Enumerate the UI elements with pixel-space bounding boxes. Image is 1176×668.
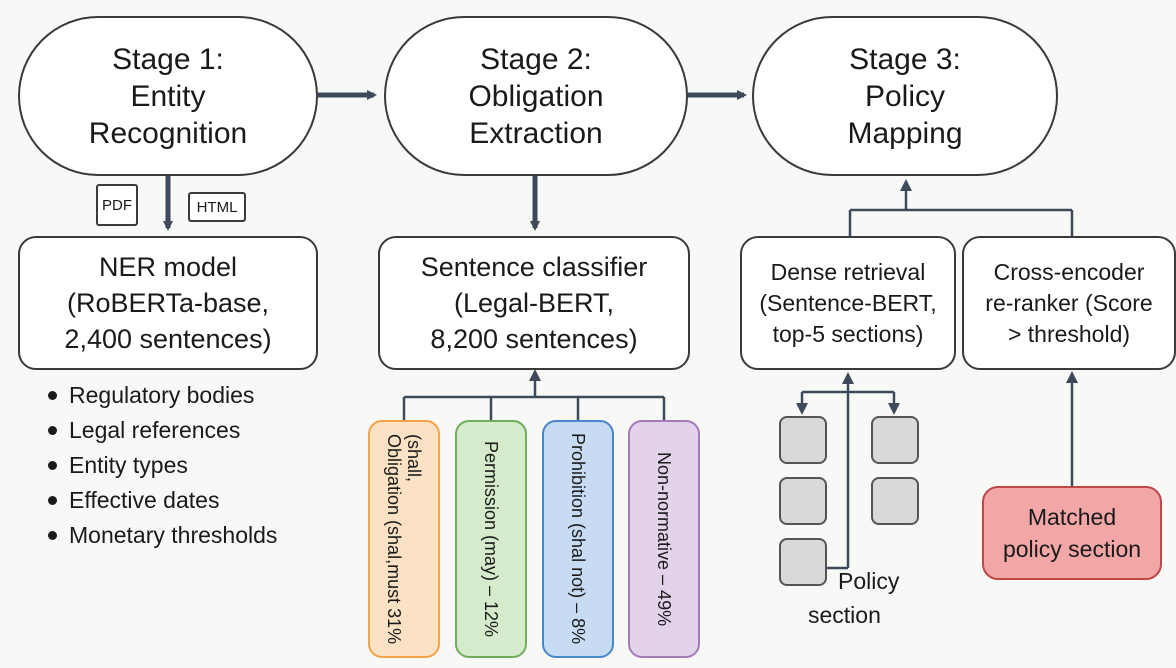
bullet-icon [48, 531, 57, 540]
policy-section-square [779, 477, 827, 525]
ner-line3: 2,400 sentences) [64, 324, 272, 354]
classes-bracket-connector [402, 369, 666, 420]
list-item: Legal references [48, 413, 277, 448]
stage2-line3: Extraction [469, 116, 603, 150]
stage3-line2: Policy [864, 79, 946, 113]
cross-encoder-box: Cross-encoder re-ranker (Score > thresho… [962, 236, 1176, 370]
class-nonnormative-line1: Non-normative – 49% [654, 451, 674, 627]
html-icon: HTML [188, 192, 246, 222]
list-item: Monetary thresholds [48, 518, 277, 553]
ner-model-box: NER model (RoBERTa-base, 2,400 sentences… [18, 236, 318, 370]
policy-label-line2: section [808, 602, 881, 628]
stage1-line3: Recognition [88, 116, 248, 150]
entity-label: Legal references [69, 417, 241, 443]
ner-line1: NER model [98, 252, 238, 282]
matched-policy-section-box: Matched policy section [982, 486, 1162, 580]
class-permission-pill: Permission (may) – 12% [455, 420, 527, 658]
entity-label: Monetary thresholds [69, 522, 278, 548]
entity-label: Effective dates [69, 487, 220, 513]
list-item: Effective dates [48, 483, 277, 518]
stage2-node: Stage 2: Obligation Extraction [384, 16, 688, 176]
entity-label: Entity types [69, 452, 188, 478]
policy-label-line1: Policy [838, 568, 900, 594]
pdf-label: PDF [102, 196, 132, 214]
sentence-classifier-box: Sentence classifier (Legal-BERT, 8,200 s… [378, 236, 690, 370]
list-item: Entity types [48, 448, 277, 483]
stage1-line2: Entity [130, 79, 206, 113]
dense-line1: Dense retrieval [770, 258, 926, 285]
html-label: HTML [196, 198, 238, 216]
entity-label: Regulatory bodies [69, 382, 255, 408]
cross-line3: > threshold) [1007, 320, 1131, 347]
cross-line2: re-ranker (Score [985, 289, 1153, 316]
cross-line1: Cross-encoder [993, 258, 1145, 285]
classifier-line1: Sentence classifier [420, 252, 648, 282]
list-item: Regulatory bodies [48, 378, 277, 413]
bullet-icon [48, 461, 57, 470]
stage3-line3: Mapping [847, 116, 963, 150]
ner-line2: (RoBERTa-base, [66, 288, 270, 318]
class-permission-line1: Permission (may) – 12% [481, 440, 501, 638]
class-obligation-pill: (shall, Obligation (shal,must 31% [368, 420, 440, 658]
policy-section-square [871, 477, 919, 525]
stage3-line1: Stage 3: [849, 42, 961, 76]
dense-line2: (Sentence-BERT, [759, 289, 937, 316]
pdf-icon: PDF [96, 184, 138, 226]
stage2-line2: Obligation [468, 79, 604, 113]
stage3-node: Stage 3: Policy Mapping [752, 16, 1058, 176]
policy-section-square [779, 416, 827, 464]
class-nonnormative-pill: Non-normative – 49% [628, 420, 700, 658]
bullet-icon [48, 426, 57, 435]
class-prohibition-pill: Prohibition (shal not) – 8% [542, 420, 614, 658]
dense-line3: top-5 sections) [772, 320, 924, 347]
classifier-line3: 8,200 sentences) [430, 324, 638, 354]
matched-line2: policy section [1002, 536, 1142, 562]
entity-list: Regulatory bodies Legal references Entit… [48, 378, 277, 553]
stage1-node: Stage 1: Entity Recognition [18, 16, 318, 176]
stage2-line1: Stage 2: [480, 42, 592, 76]
matched-line1: Matched [1027, 504, 1117, 530]
stage1-line1: Stage 1: [112, 42, 224, 76]
bullet-icon [48, 391, 57, 400]
class-obligation-line2: Obligation (shal,must 31% [384, 433, 404, 645]
stage3-branch-connector [848, 179, 1074, 238]
class-obligation-line1: (shall, [404, 433, 424, 482]
class-prohibition-line1: Prohibition (shal not) – 8% [568, 433, 588, 645]
policy-section-label: Policy section [796, 564, 926, 632]
retrieval-tree-connector [796, 372, 900, 570]
classifier-line2: (Legal-BERT, [453, 288, 615, 318]
bullet-icon [48, 496, 57, 505]
policy-section-square [779, 538, 827, 586]
policy-section-square [871, 416, 919, 464]
dense-retrieval-box: Dense retrieval (Sentence-BERT, top-5 se… [740, 236, 956, 370]
